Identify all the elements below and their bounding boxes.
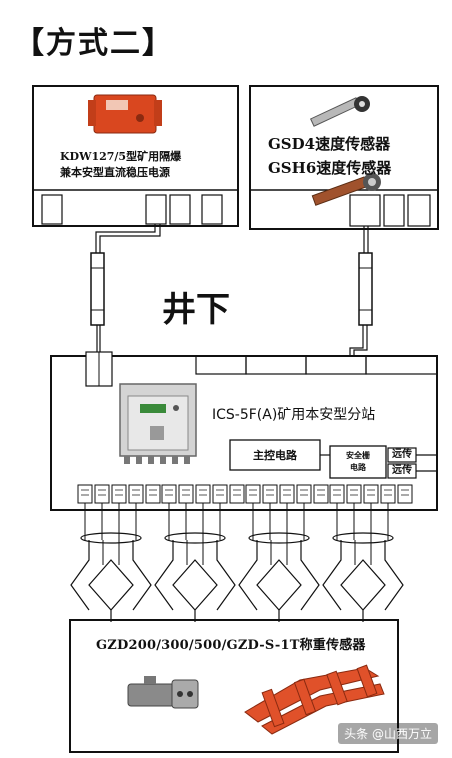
safety-barrier-line2: 电路 [350, 462, 366, 472]
substation-name: ICS-5F(A)矿用本安型分站 [212, 407, 376, 423]
substation-box [50, 355, 438, 511]
speed-sensor-label: GSD4速度传感器 GSH6速度传感器 [268, 132, 438, 180]
cable-bundle [248, 532, 310, 544]
page-title: 【方式二】 [14, 26, 174, 61]
terminal-block [329, 484, 345, 504]
terminal-block [178, 484, 194, 504]
power-supply-label: KDW127/5型矿用隔爆 兼本安型直流稳压电源 [60, 149, 240, 181]
weighing-sensor-box [69, 619, 399, 753]
safety-barrier-box [329, 445, 387, 479]
terminal-block [397, 484, 413, 504]
bridge-circuit [172, 559, 218, 611]
safety-barrier-line1: 安全栅 [346, 450, 370, 460]
terminal-block [195, 484, 211, 504]
cable-bundle [164, 532, 226, 544]
weighing-sensor-label: GZD200/300/500/GZD-S-1T称重传感器 [96, 638, 366, 653]
power-supply-line1: KDW127/5型矿用隔爆 [60, 150, 182, 163]
bridge-circuit [340, 559, 386, 611]
terminal-block [111, 484, 127, 504]
safety-barrier-label: 安全栅 电路 [330, 449, 386, 473]
tx-label-2: 远传 [392, 465, 412, 476]
terminal-block [262, 484, 278, 504]
speed-sensor-picture-2 [311, 173, 381, 206]
terminal-block [346, 484, 362, 504]
speed-sensor-picture-1 [309, 96, 370, 127]
load-cell-picture [127, 676, 199, 709]
watermark: 头条 @山西万立 [338, 723, 438, 744]
bridge-circuit [88, 559, 134, 611]
weighing-frame-picture [244, 664, 385, 735]
substation-picture [119, 383, 197, 464]
terminal-block [380, 484, 396, 504]
terminal-block [296, 484, 312, 504]
terminal-block [245, 484, 261, 504]
sensor-cable-gland [358, 252, 373, 326]
terminal-block [94, 484, 110, 504]
power-supply-line2: 兼本安型直流稳压电源 [60, 166, 170, 179]
terminal-block [77, 484, 93, 504]
speed-sensor-line2: GSH6速度传感器 [268, 159, 392, 177]
bridge-circuit [256, 559, 302, 611]
cable-bundle [80, 532, 142, 544]
terminal-block [229, 484, 245, 504]
main-control-circuit-box [229, 439, 321, 471]
cable-bundle [332, 532, 394, 544]
terminal-block [313, 484, 329, 504]
main-control-circuit-label: 主控电路 [253, 449, 297, 462]
terminal-block [128, 484, 144, 504]
power-cable-gland [90, 252, 105, 326]
terminal-block [161, 484, 177, 504]
underground-label: 井下 [162, 290, 230, 330]
terminal-block [363, 484, 379, 504]
terminal-block [279, 484, 295, 504]
terminal-block [145, 484, 161, 504]
speed-sensor-line1: GSD4速度传感器 [268, 135, 391, 153]
tx-label-1: 远传 [392, 449, 412, 460]
power-supply-picture [88, 94, 162, 134]
terminal-block [212, 484, 228, 504]
